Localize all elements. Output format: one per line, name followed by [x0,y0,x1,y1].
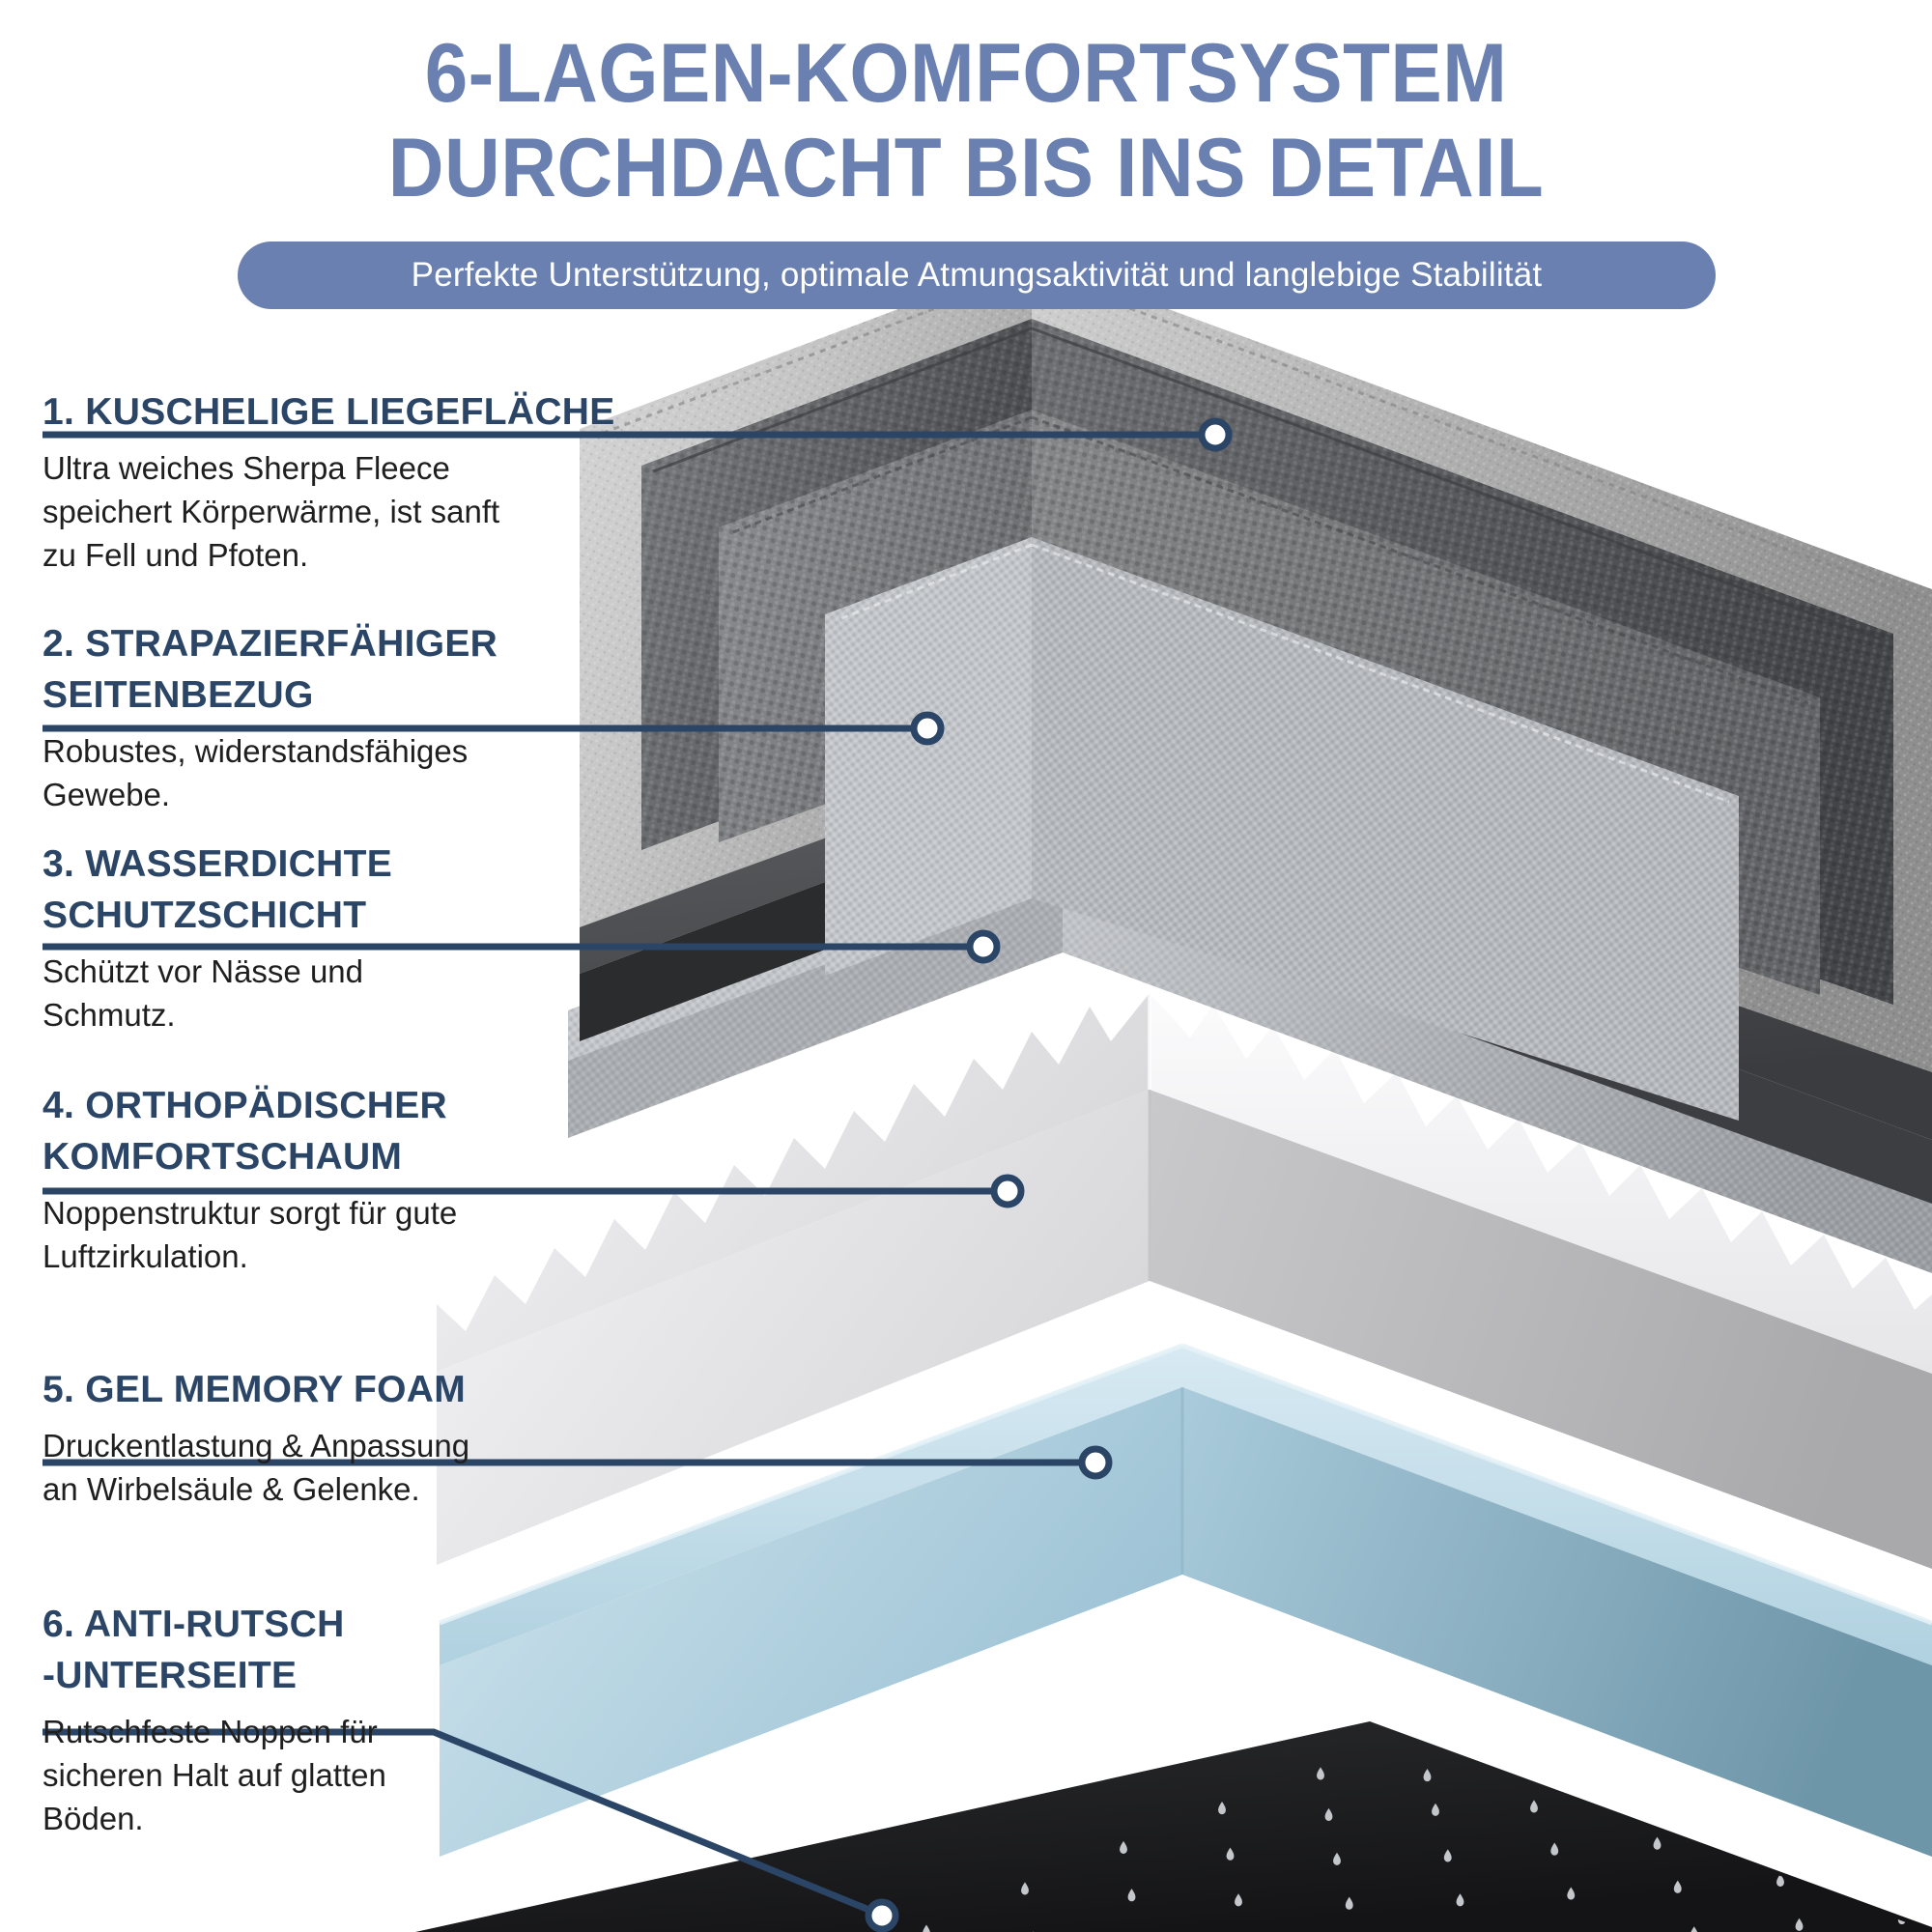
layer-1-sherpa-fleece-surface [580,256,1932,1121]
layer-3-waterproof-layer [568,823,1932,1273]
callout-dot-4 [990,1174,1025,1208]
header: 6-LAGEN-KOMFORTSYSTEM DURCHDACHT BIS INS… [0,0,1932,319]
callout-5: 5. GEL MEMORY FOAM Druckentlastung & Anp… [43,1364,622,1511]
callout-4-body: Noppenstruktur sorgt für gute Luftzirkul… [43,1195,458,1274]
callout-4: 4. ORTHOPÄDISCHER KOMFORTSCHAUM Noppenst… [43,1080,622,1278]
layer-6-anti-slip-bottom [415,1721,1932,1932]
callout-dot-2 [910,711,945,746]
layer-4-orthopedic-comfort-foam [437,993,1932,1569]
callout-1-body: Ultra weiches Sherpa Fleece speichert Kö… [43,450,500,573]
callout-3-body: Schützt vor Nässe und Schmutz. [43,953,363,1033]
callout-3-heading: 3. WASSERDICHTE SCHUTZSCHICHT [43,843,393,936]
callout-1-heading: 1. KUSCHELIGE LIEGEFLÄCHE [43,391,615,433]
subtitle-text: Perfekte Unterstützung, optimale Atmungs… [411,256,1543,294]
subtitle-pill: Perfekte Unterstützung, optimale Atmungs… [238,242,1716,309]
callout-6-heading: 6. ANTI-RUTSCH -UNTERSEITE [43,1604,345,1696]
callout-dot-5 [1078,1445,1113,1480]
callout-dot-1 [1198,417,1233,452]
callout-dot-6 [865,1898,899,1932]
callout-5-heading: 5. GEL MEMORY FOAM [43,1369,467,1410]
anti-slip-nubs [923,1767,1906,1932]
callout-6: 6. ANTI-RUTSCH -UNTERSEITE Rutschfeste N… [43,1599,622,1840]
layer-5-gel-memory-foam [439,1343,1932,1857]
callout-2: 2. STRAPAZIERFÄHIGER SEITENBEZUG Robuste… [43,618,622,816]
callout-dot-3 [966,929,1001,964]
callout-1: 1. KUSCHELIGE LIEGEFLÄCHE Ultra weiches … [43,386,622,577]
layer-2-durable-side-cover [580,734,1932,1204]
callout-3: 3. WASSERDICHTE SCHUTZSCHICHT Schützt vo… [43,838,622,1037]
callout-6-body: Rutschfeste Noppen für sicheren Halt auf… [43,1714,386,1836]
callout-4-heading: 4. ORTHOPÄDISCHER KOMFORTSCHAUM [43,1085,447,1178]
callout-5-body: Druckentlastung & Anpassung an Wirbelsäu… [43,1428,470,1507]
page-title-line-2: DURCHDACHT BIS INS DETAIL [387,122,1545,214]
callout-2-heading: 2. STRAPAZIERFÄHIGER SEITENBEZUG [43,623,498,716]
callout-2-body: Robustes, widerstandsfähiges Gewebe. [43,733,469,812]
page-title-line-1: 6-LAGEN-KOMFORTSYSTEM [424,27,1508,120]
